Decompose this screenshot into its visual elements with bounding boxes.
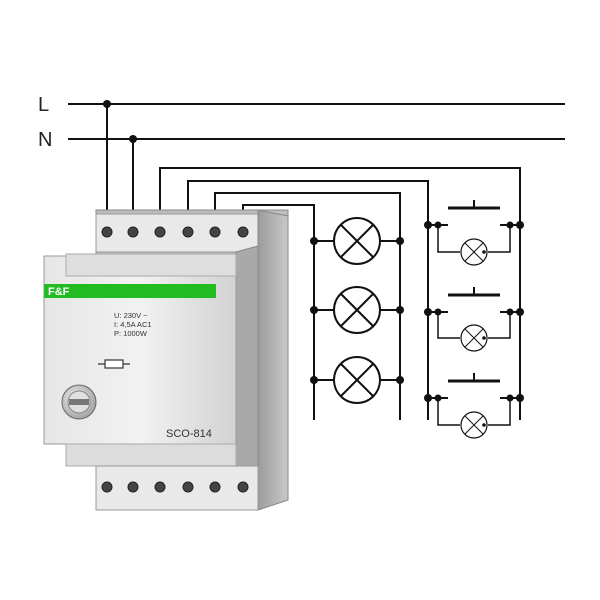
pushbutton-junctions xyxy=(424,221,524,427)
pushbutton-3-icon xyxy=(428,373,520,439)
pushbutton-column xyxy=(428,200,520,439)
spec-power: P: 1000W xyxy=(114,329,148,338)
fuse-symbol-icon xyxy=(98,359,130,369)
pushbutton-1-icon xyxy=(428,200,520,266)
lamp-junctions xyxy=(310,237,404,384)
lamp-2-icon xyxy=(314,286,400,334)
brand-stripe xyxy=(44,284,216,298)
junction-dots xyxy=(103,100,137,143)
brand-label: F&F xyxy=(48,286,70,298)
spec-current: I: 4,5A AC1 xyxy=(114,320,152,329)
lamp-1-icon xyxy=(314,217,400,265)
lamp-column xyxy=(314,217,400,404)
spec-voltage: U: 230V ~ xyxy=(114,311,148,320)
adjustment-knob-icon xyxy=(61,384,97,420)
model-label: SCO-814 xyxy=(166,428,212,440)
sco-814-device: F&F U: 230V ~ I: 4,5A AC1 P: 1000W SCO-8… xyxy=(43,209,289,511)
lamp-3-icon xyxy=(314,356,400,404)
line-label-N: N xyxy=(38,129,52,151)
top-terminals xyxy=(101,226,249,238)
bottom-terminals xyxy=(101,481,249,493)
supply-lines xyxy=(68,103,565,140)
line-label-L: L xyxy=(38,94,49,116)
pushbutton-2-icon xyxy=(428,287,520,352)
